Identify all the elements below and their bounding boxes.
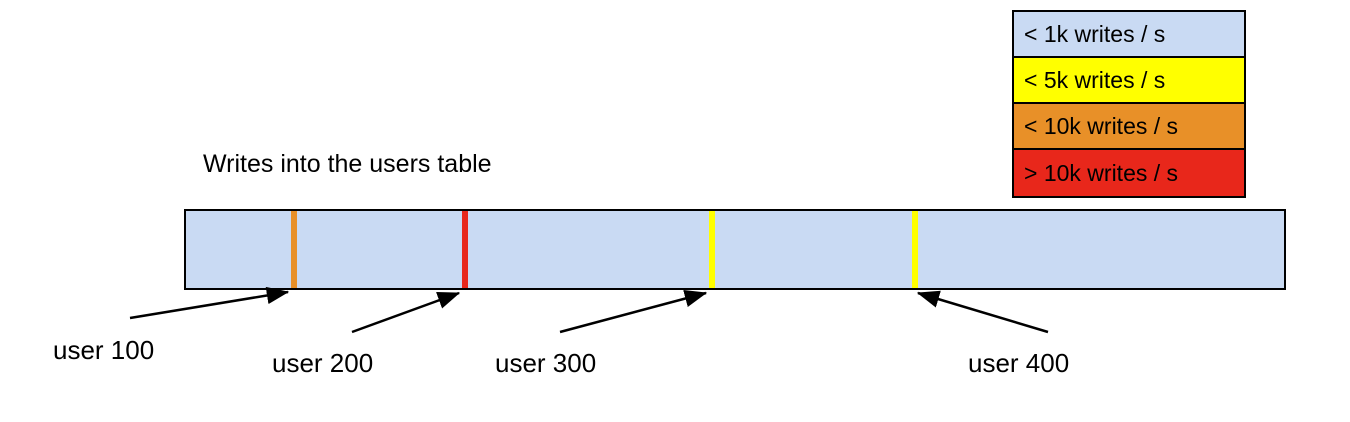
legend-label-over-10k: > 10k writes / s [1024,159,1179,186]
legend-row-under-5k: < 5k writes / s [1014,58,1244,104]
stripe-user-400 [912,211,918,288]
stripe-user-200 [462,211,468,288]
arrow-user-300 [559,290,708,334]
arrow-user-200 [351,291,461,334]
legend-label-under-1k: < 1k writes / s [1024,20,1166,47]
chart-title: Writes into the users table [203,150,492,178]
stripe-user-100 [291,211,297,288]
write-rate-legend: < 1k writes / s < 5k writes / s < 10k wr… [1012,10,1246,198]
arrow-user-400 [916,290,1049,334]
legend-row-under-1k: < 1k writes / s [1014,12,1244,58]
legend-row-over-10k: > 10k writes / s [1014,150,1244,196]
arrow-user-100 [129,286,290,320]
user-400-label: user 400 [968,348,1070,378]
stripe-user-300 [709,211,715,288]
legend-label-under-10k: < 10k writes / s [1024,112,1179,139]
user-100-label: user 100 [53,335,155,365]
users-table-bar [184,209,1286,290]
legend-label-under-5k: < 5k writes / s [1024,66,1166,93]
legend-row-under-10k: < 10k writes / s [1014,104,1244,150]
user-300-label: user 300 [495,348,597,378]
user-200-label: user 200 [272,348,374,378]
